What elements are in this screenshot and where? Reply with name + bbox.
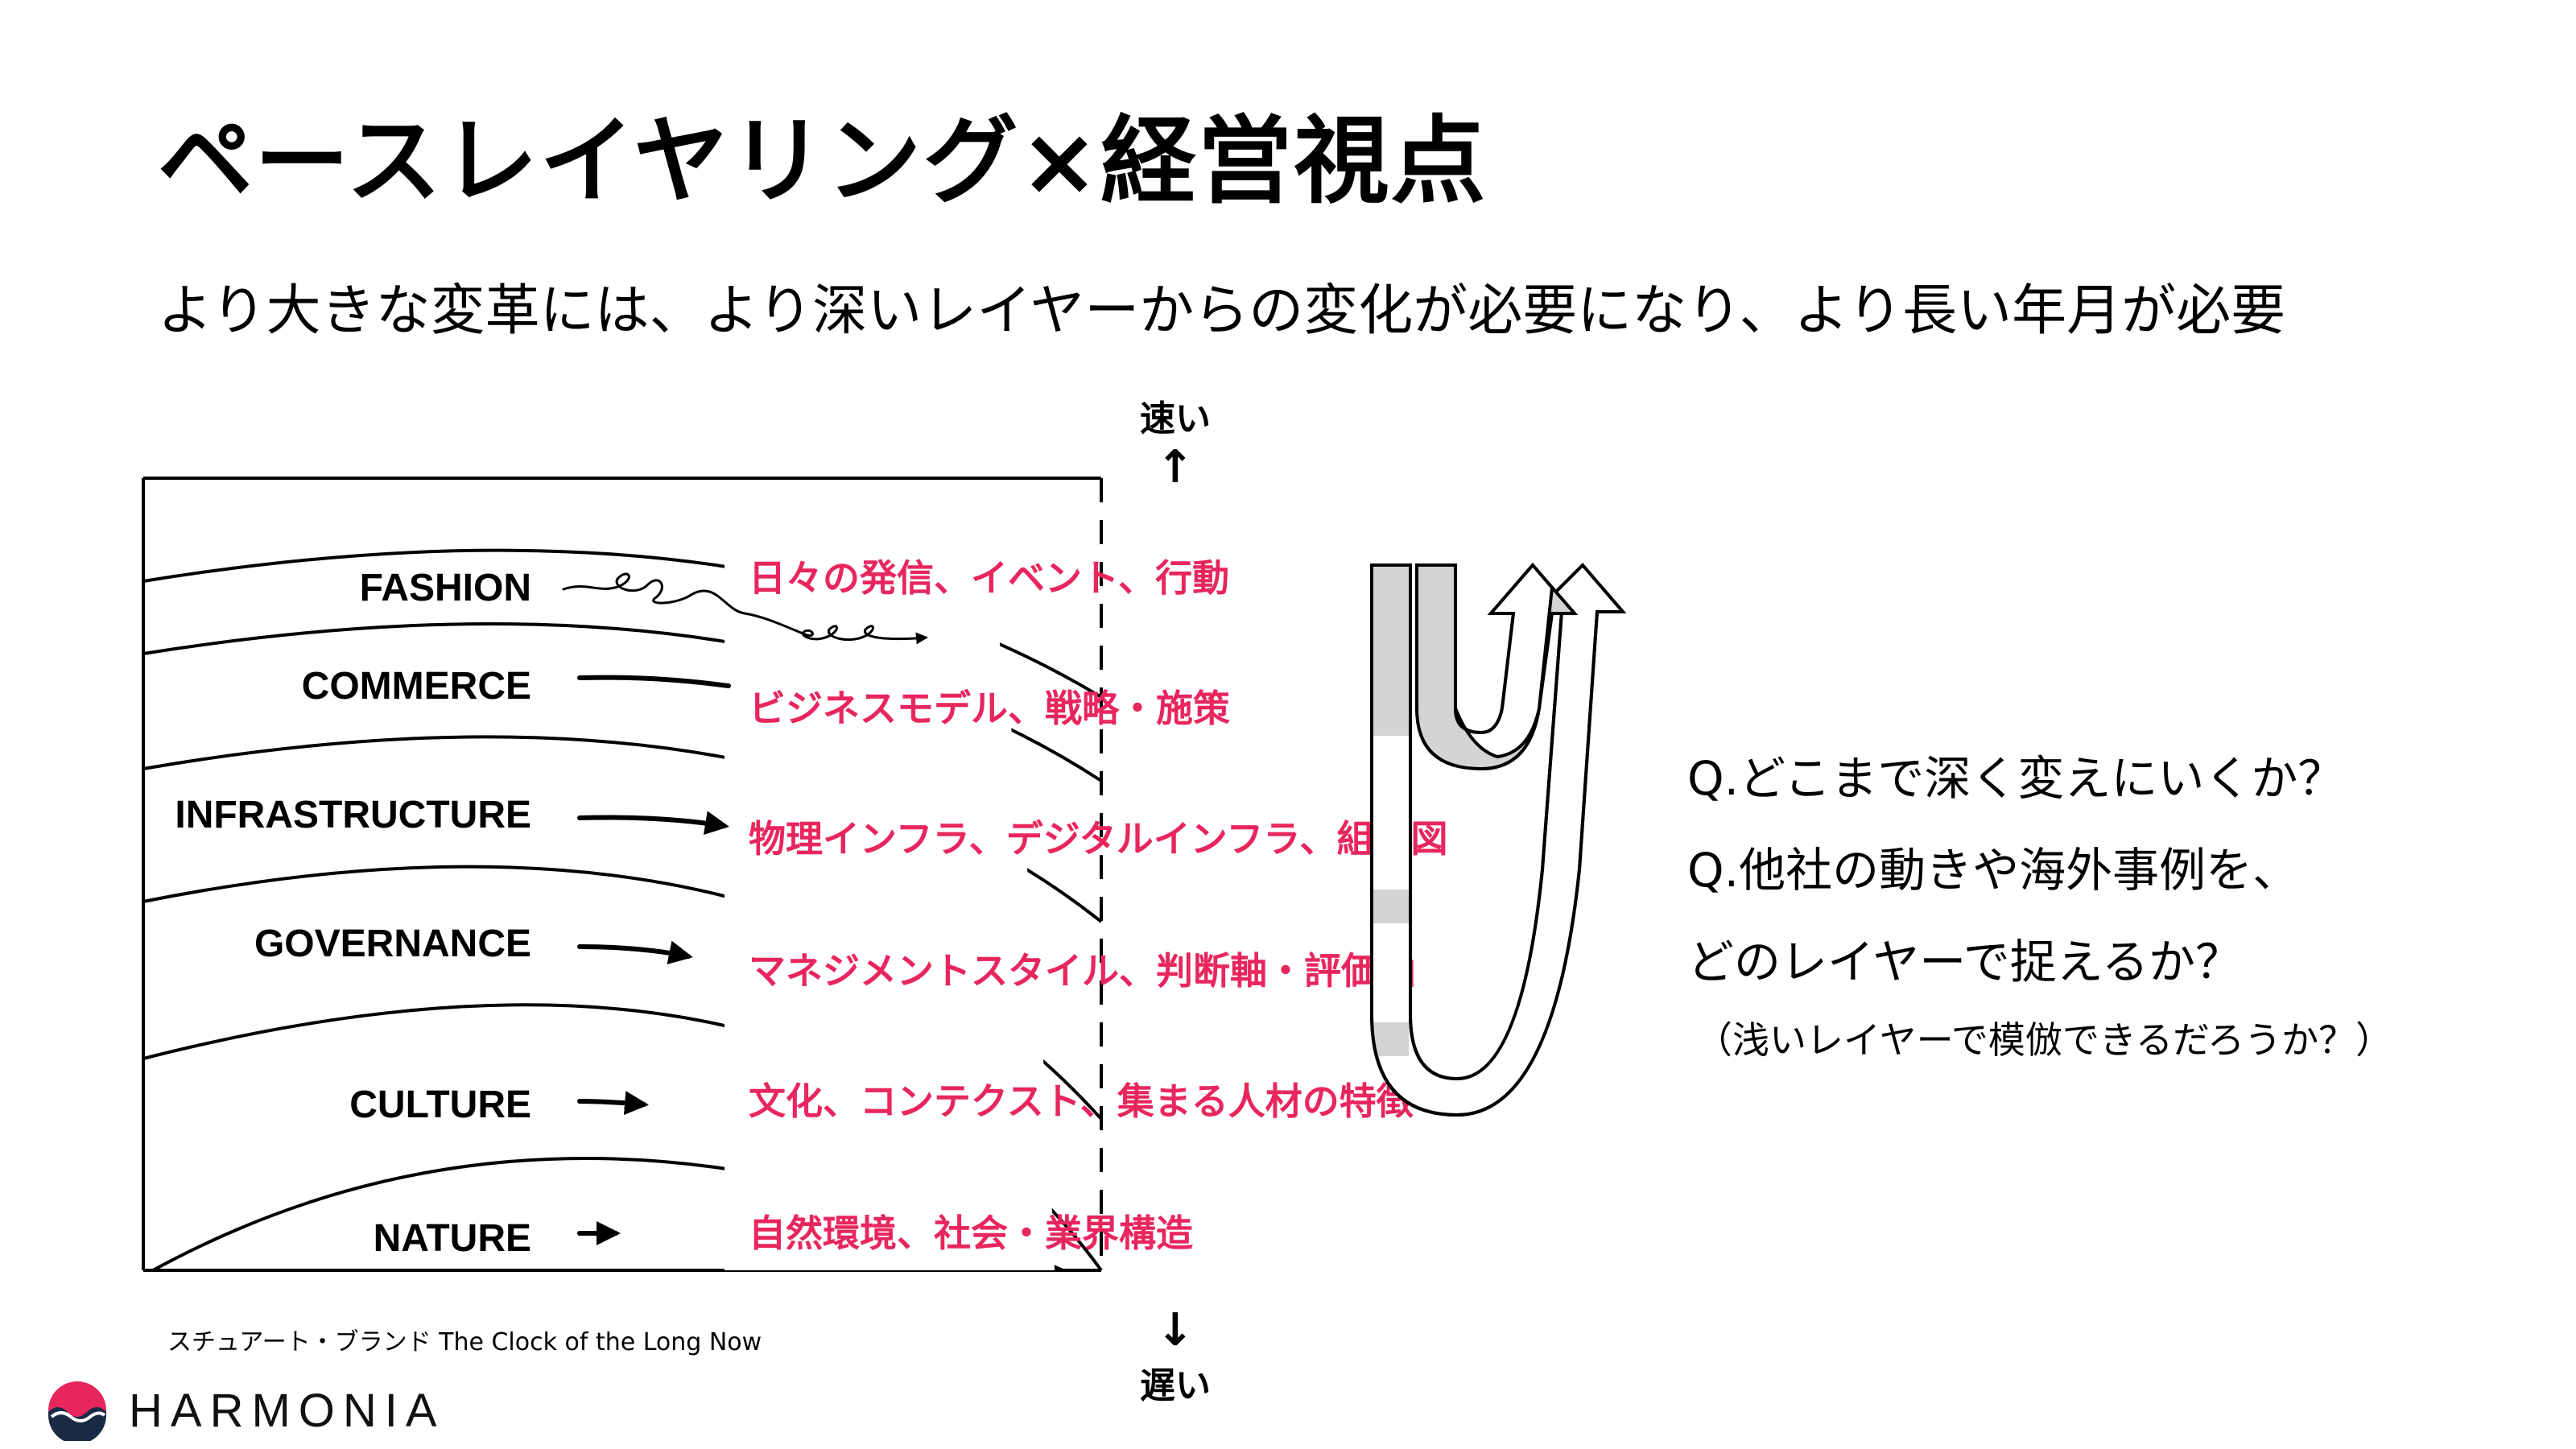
layer-label-infrastructure: INFRASTRUCTURE (175, 794, 531, 836)
layer-desc-commerce: ビジネスモデル、戦略・施策 (749, 687, 1230, 730)
layer-labels: FASHION COMMERCE INFRASTRUCTURE GOVERNAN… (175, 567, 531, 1260)
fashion-squiggle-arrow (562, 572, 928, 645)
speed-fast-label: 速い (1140, 398, 1211, 440)
layer-label-culture: CULTURE (349, 1084, 531, 1126)
layer-descriptions: 日々の発信、イベント、行動 ビジネスモデル、戦略・施策 物理インフラ、デジタルイ… (749, 556, 1447, 1255)
ribbon-shade-lower (1373, 1022, 1409, 1056)
layer-label-commerce: COMMERCE (302, 665, 531, 708)
layer-desc-infrastructure: 物理インフラ、デジタルインフラ、組織図 (749, 817, 1447, 861)
question-benchmark-line1: Q.他社の動きや海外事例を、 (1687, 843, 2300, 898)
layer-desc-culture: 文化、コンテクスト、集まる人材の特徴 (749, 1080, 1414, 1123)
culture-arrow (577, 1091, 649, 1116)
change-flow-ribbons (1370, 562, 1627, 1117)
speed-fast-indicator: 速い ↑ (1095, 390, 1256, 493)
arrow-down-icon: ↓ (1156, 1304, 1195, 1356)
layer-label-fashion: FASHION (360, 567, 531, 609)
harmonia-wave-icon (48, 1381, 106, 1441)
questions-block: Q.どこまで深く変えにいくか？ Q.他社の動きや海外事例を、 どのレイヤーで捉え… (1687, 733, 2392, 1072)
layer-gap-band (724, 483, 1055, 1270)
infrastructure-arrow (577, 811, 729, 836)
commerce-arrow (577, 675, 731, 688)
question-note: （浅いレイヤーで模倣できるだろうか？） (1695, 1018, 2393, 1062)
layer-label-governance: GOVERNANCE (254, 923, 531, 965)
layer-desc-fashion: 日々の発信、イベント、行動 (749, 556, 1229, 600)
motion-arrows (562, 572, 928, 1245)
layer-desc-nature: 自然環境、社会・業界構造 (749, 1212, 1193, 1255)
speed-slow-indicator: ↓ 遅い (1095, 1304, 1256, 1408)
ribbon-shade-middle (1373, 890, 1409, 923)
layer-label-nature: NATURE (374, 1217, 531, 1260)
shallow-ribbon-inner-curl (1454, 562, 1554, 759)
brand-name: HARMONIA (129, 1384, 445, 1437)
governance-arrow (577, 940, 693, 965)
slide-title: ペースレイヤリング×経営視点 (158, 105, 1488, 217)
slide-subtitle: より大きな変革には、より深いレイヤーからの変化が必要になり、より長い年月が必要 (158, 279, 2286, 343)
question-benchmark-line2: どのレイヤーで捉えるか？ (1687, 935, 2243, 989)
source-credit: スチュアート・ブランド The Clock of the Long Now (167, 1328, 762, 1356)
ribbon-shade-upper (1373, 567, 1409, 736)
brand-logo: HARMONIA (47, 1380, 445, 1441)
question-depth: Q.どこまで深く変えにいくか？ (1687, 751, 2345, 806)
speed-slow-label: 遅い (1140, 1365, 1211, 1406)
layer-desc-governance: マネジメントスタイル、判断軸・評価軸 (749, 949, 1415, 993)
arrow-up-icon: ↑ (1156, 441, 1195, 493)
